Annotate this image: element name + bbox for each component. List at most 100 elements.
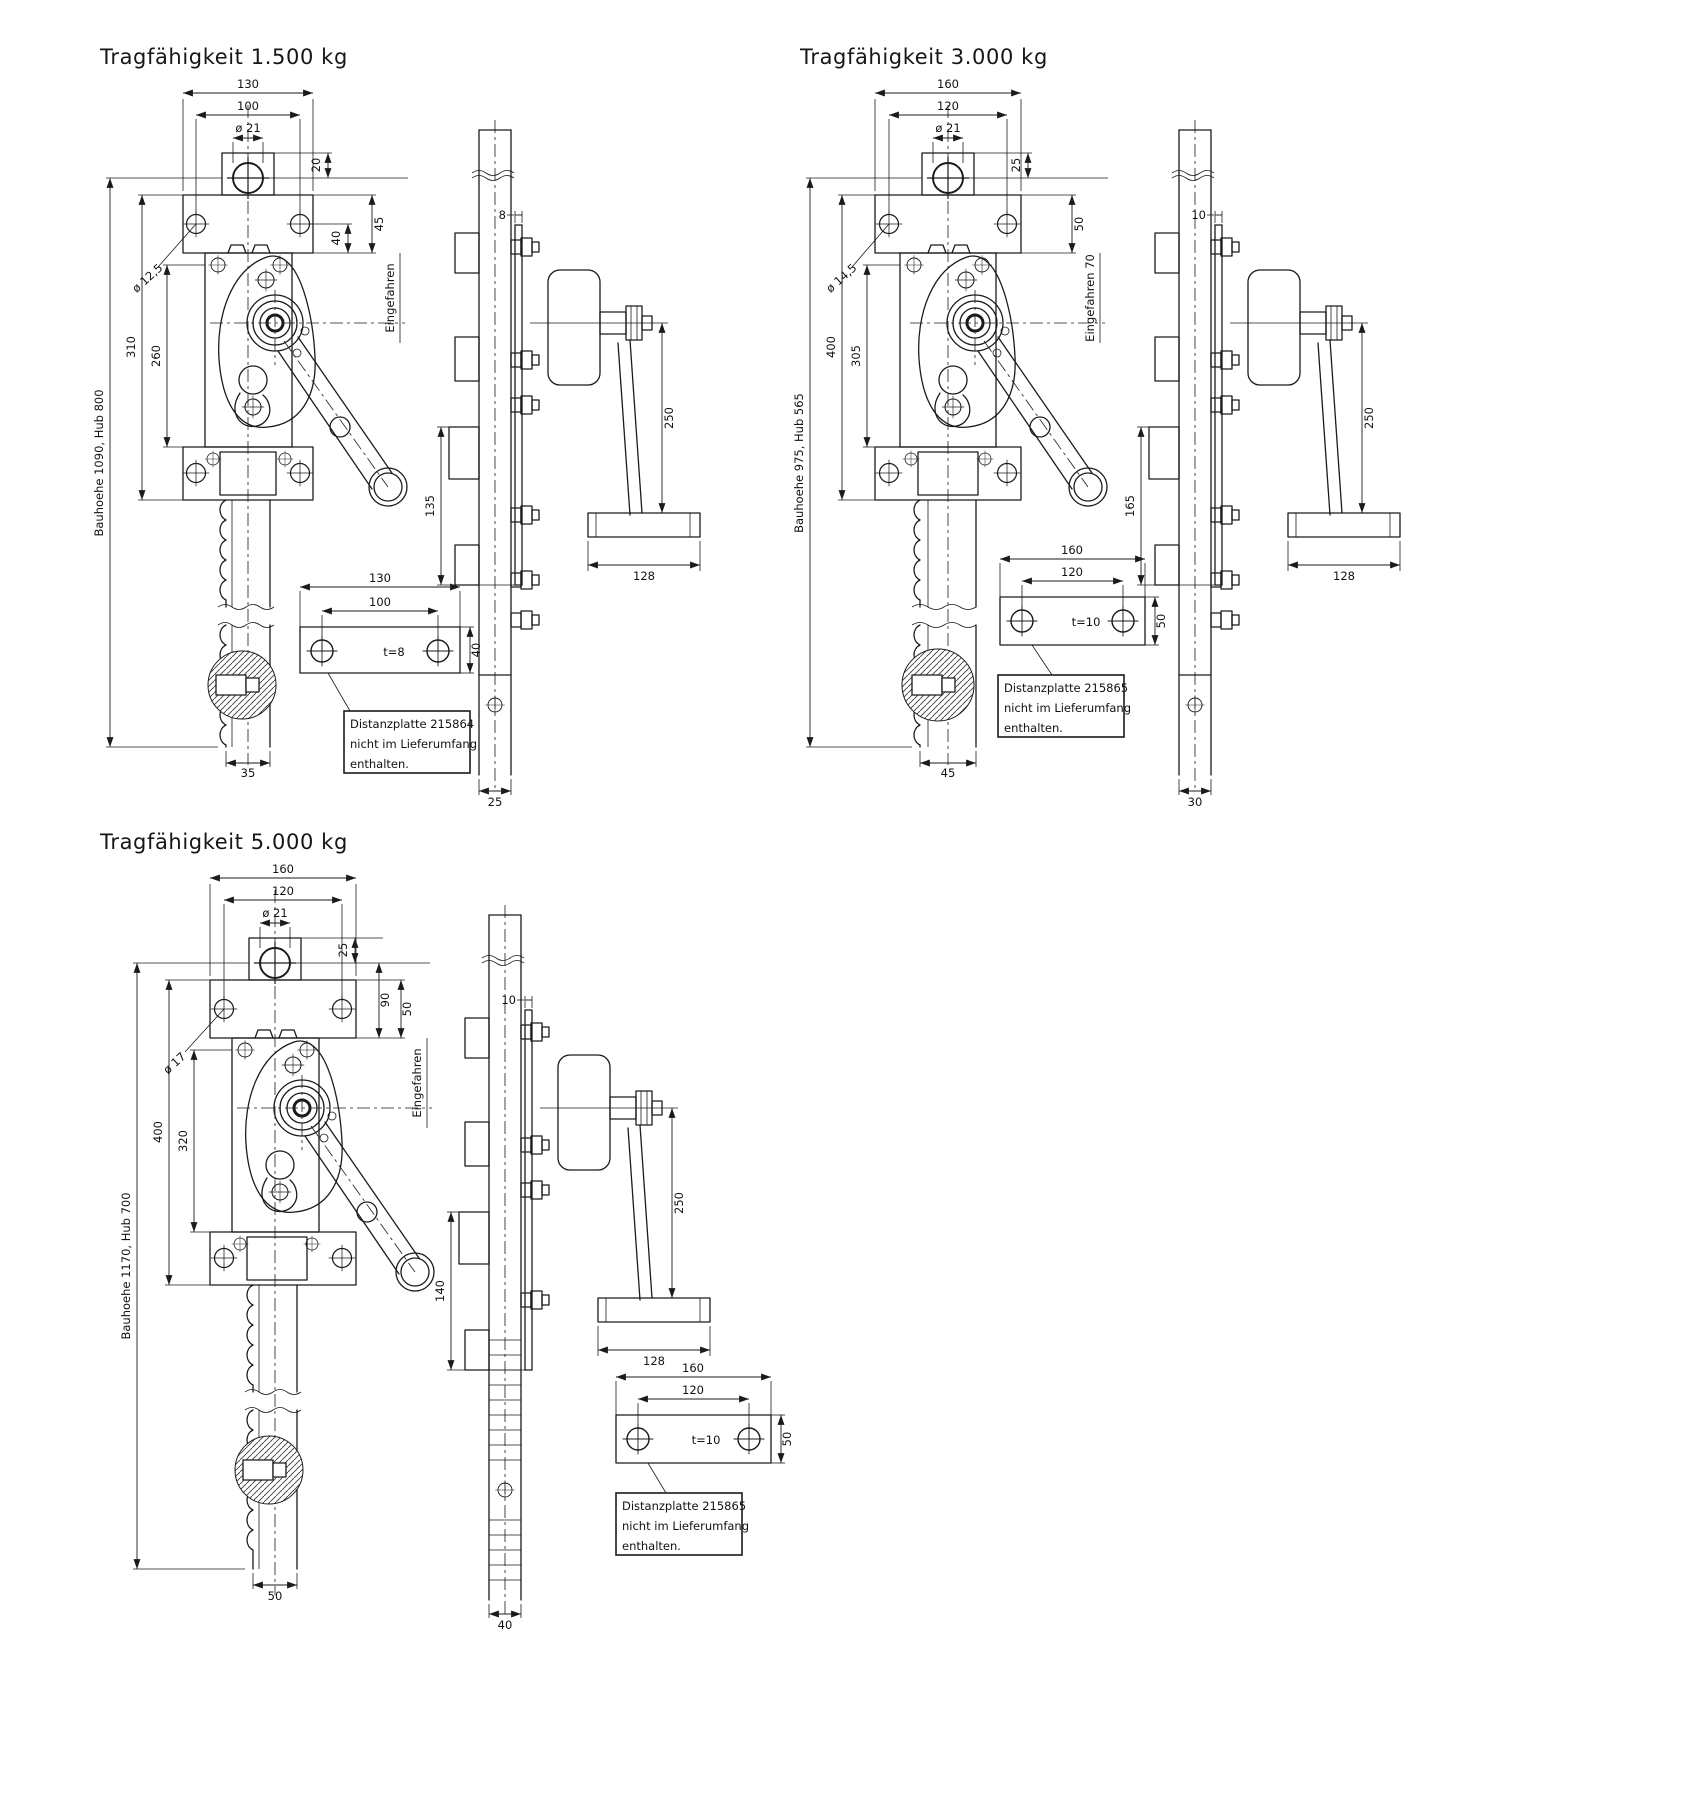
note-line: nicht im Lieferumfang [350, 737, 477, 751]
dim-label-aux: 40 [329, 231, 343, 246]
spacer-dim-width-inner: 100 [369, 595, 391, 609]
side-view-linework [458, 905, 711, 1615]
dim-label-hole-dia: ø 21 [935, 121, 960, 135]
dim-label-width-inner: 120 [272, 884, 294, 898]
dim-label-width-outer: 160 [937, 77, 959, 91]
spacer-plate: 160 120 t=10 50 [999, 543, 1168, 646]
note-line: Distanzplatte 215865 [1004, 681, 1128, 695]
rack-teeth-lines [489, 1339, 521, 1581]
dim-label-plate-thickness: 8 [499, 208, 506, 222]
dim-label-plate-thickness: 10 [1191, 208, 1206, 222]
spacer-label-thickness: t=8 [383, 645, 404, 659]
dim-label-height-outer: 400 [824, 336, 838, 358]
spacer-dim-height: 50 [780, 1432, 794, 1447]
dim-label-handle-length: 128 [1333, 569, 1355, 583]
dim-label-rack-depth: 25 [488, 795, 503, 809]
front-view-dimensions: 160 120 ø 21 25 90 50 Eingefahren ø 17 3… [119, 862, 428, 1603]
dim-label-handle-length: 128 [643, 1354, 665, 1368]
label-eingefahren: Eingefahren [410, 1048, 424, 1117]
note-box: Distanzplatte 215865 nicht im Lieferumfa… [615, 1462, 749, 1556]
dim-label-width-outer: 160 [272, 862, 294, 876]
dim-label-aux: 90 [378, 993, 392, 1008]
label-bauhoehe: Bauhoehe 1090, Hub 800 [92, 389, 106, 536]
technical-drawing-3000kg: 160 120 ø 21 25 50 Eingefahren 70 ø 14,5… [792, 77, 1401, 809]
dim-label-plate-hole: ø 12,5 [129, 261, 165, 296]
note-line: Distanzplatte 215865 [622, 1499, 746, 1513]
technical-drawing-5000kg: 160 120 ø 21 25 90 50 Eingefahren ø 17 3… [119, 862, 794, 1632]
dim-label-height-inner: 305 [849, 345, 863, 367]
dim-label-flange: 50 [1072, 217, 1086, 232]
dim-label-hole-offset: 25 [336, 943, 350, 958]
dim-label-height-outer: 400 [151, 1121, 165, 1143]
side-bolts [1210, 237, 1240, 630]
spacer-plate: 130 100 t=8 40 [299, 571, 483, 674]
dim-label-span: 140 [433, 1280, 447, 1302]
dim-label-width-inner: 120 [937, 99, 959, 113]
dim-label-rack-width: 35 [241, 766, 256, 780]
panel-5000kg: Tragfähigkeit 5.000 kg [60, 830, 820, 1680]
label-eingefahren: Eingefahren 70 [1083, 254, 1097, 342]
side-view-dimensions: 10 165 250 128 30 [1123, 208, 1401, 809]
label-bauhoehe: Bauhoehe 1170, Hub 700 [119, 1192, 133, 1339]
panel-title: Tragfähigkeit 1.500 kg [100, 45, 348, 69]
note-line: nicht im Lieferumfang [622, 1519, 749, 1533]
dim-label-rack-width: 50 [268, 1589, 283, 1603]
note-box: Distanzplatte 215865 nicht im Lieferumfa… [997, 644, 1131, 738]
spacer-plate: 160 120 t=10 50 [615, 1361, 794, 1464]
label-bauhoehe: Bauhoehe 975, Hub 565 [792, 393, 806, 533]
dim-label-flange: 50 [400, 1002, 414, 1017]
dim-label-crank-radius: 250 [1362, 407, 1376, 429]
note-line: enthalten. [350, 757, 409, 771]
panel-title: Tragfähigkeit 5.000 kg [100, 830, 348, 854]
spacer-dim-width-outer: 130 [369, 571, 391, 585]
panel-3000kg: Tragfähigkeit 3.000 kg [770, 45, 1450, 845]
dim-label-crank-radius: 250 [662, 407, 676, 429]
side-view-dimensions: 8 135 250 128 25 [423, 208, 701, 809]
spacer-dim-height: 40 [469, 643, 483, 658]
spacer-dim-height: 50 [1154, 614, 1168, 629]
dim-label-height-inner: 320 [176, 1130, 190, 1152]
dim-label-plate-thickness: 10 [501, 993, 516, 1007]
note-line: Distanzplatte 215864 [350, 717, 474, 731]
side-bolts [510, 237, 540, 630]
spacer-dim-width-inner: 120 [1061, 565, 1083, 579]
note-line: nicht im Lieferumfang [1004, 701, 1131, 715]
dim-label-handle-length: 128 [633, 569, 655, 583]
spacer-label-thickness: t=10 [1072, 615, 1101, 629]
dim-label-hole-dia: ø 21 [262, 906, 287, 920]
dim-label-plate-hole: ø 14,5 [823, 261, 859, 296]
technical-drawing-1500kg: 130 100 ø 21 20 40 45 Eingefahren ø 12,5… [92, 77, 701, 809]
dim-label-crank-radius: 250 [672, 1192, 686, 1214]
dim-label-hole-offset: 25 [1009, 158, 1023, 173]
front-view-linework [182, 105, 408, 765]
panel-title: Tragfähigkeit 3.000 kg [800, 45, 1048, 69]
note-box: Distanzplatte 215864 nicht im Lieferumfa… [327, 672, 477, 774]
spacer-dim-width-inner: 120 [682, 1383, 704, 1397]
dim-label-rack-depth: 30 [1188, 795, 1203, 809]
dim-label-flange: 45 [372, 217, 386, 232]
dim-label-rack-depth: 40 [498, 1618, 513, 1632]
dim-label-height-outer: 310 [124, 336, 138, 358]
spacer-dim-width-outer: 160 [682, 1361, 704, 1375]
note-line: enthalten. [622, 1539, 681, 1553]
dim-label-width-inner: 100 [237, 99, 259, 113]
front-view-linework [874, 105, 1108, 765]
dim-label-rack-width: 45 [941, 766, 956, 780]
dim-label-span: 165 [1123, 495, 1137, 517]
spacer-label-thickness: t=10 [692, 1433, 721, 1447]
spacer-dim-width-outer: 160 [1061, 543, 1083, 557]
dim-label-hole-offset: 20 [309, 158, 323, 173]
note-line: enthalten. [1004, 721, 1063, 735]
side-view-linework [448, 120, 701, 790]
dim-label-plate-hole: ø 17 [160, 1049, 188, 1076]
side-bolts [520, 1022, 550, 1310]
label-eingefahren: Eingefahren [383, 263, 397, 332]
dim-label-height-inner: 260 [149, 345, 163, 367]
side-view-linework [1148, 120, 1401, 790]
dim-label-span: 135 [423, 495, 437, 517]
front-view-linework [209, 890, 435, 1595]
dim-label-width-outer: 130 [237, 77, 259, 91]
side-view-dimensions: 10 140 250 128 40 [433, 993, 711, 1632]
dim-label-hole-dia: ø 21 [235, 121, 260, 135]
